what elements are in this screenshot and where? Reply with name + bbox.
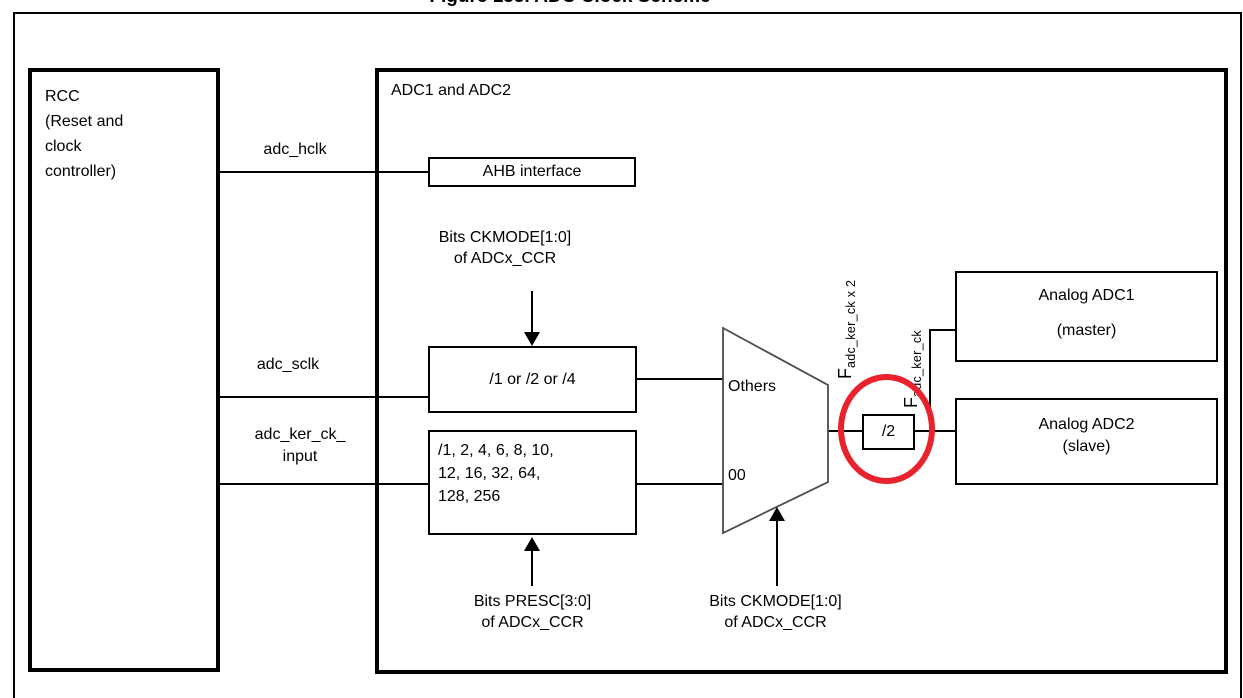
freq-out-symbol: F bbox=[901, 397, 921, 408]
figure-title: Figure 135. ADC Clock Scheme bbox=[0, 0, 1140, 7]
ahb-interface-label: AHB interface bbox=[482, 163, 582, 180]
wire-adc-hclk bbox=[220, 171, 428, 173]
presc-line2: of ADCx_CCR bbox=[481, 614, 584, 631]
analog-adc1-sublabel: (master) bbox=[1056, 322, 1117, 339]
ckmode-bottom-arrow-head bbox=[769, 507, 785, 521]
wire-adc-sclk bbox=[220, 396, 428, 398]
label-adc-ker-ck-input: adc_ker_ck_ input bbox=[254, 426, 346, 465]
prescaler-box: /1, 2, 4, 6, 8, 10, 12, 16, 32, 64, 128,… bbox=[428, 430, 637, 535]
ckmode-bottom-line1: Bits CKMODE[1:0] bbox=[709, 593, 842, 610]
figure-frame bbox=[13, 12, 1242, 698]
sync-divider-box: /1 or /2 or /4 bbox=[428, 346, 637, 413]
mux-input-others-label: Others bbox=[728, 378, 777, 395]
ckmode-top-line1: Bits CKMODE[1:0] bbox=[438, 229, 572, 246]
wire-branch-vertical bbox=[929, 330, 931, 432]
freq-label-adc-ker-ck-x2: Fadc_ker_ck x 2 bbox=[835, 279, 858, 379]
wire-div2-to-adc2 bbox=[915, 430, 957, 432]
label-adc-sclk: adc_sclk bbox=[256, 356, 320, 373]
div2-box: /2 bbox=[862, 414, 915, 450]
ckmode-bottom-annotation: Bits CKMODE[1:0] of ADCx_CCR bbox=[683, 591, 868, 633]
presc-arrow-line bbox=[531, 549, 533, 586]
ckmode-top-arrow-head bbox=[524, 332, 540, 346]
ahb-interface-box: AHB interface bbox=[428, 157, 636, 187]
presc-line1: Bits PRESC[3:0] bbox=[473, 593, 592, 610]
wire-prescaler-to-mux bbox=[637, 483, 723, 485]
adc1-adc2-block-label: ADC1 and ADC2 bbox=[391, 82, 512, 99]
ckmode-top-arrow-line bbox=[531, 291, 533, 334]
freq-label-adc-ker-ck: Fadc_ker_ck bbox=[901, 330, 924, 408]
analog-adc2-sublabel: (slave) bbox=[1062, 438, 1111, 455]
label-adc-hclk: adc_hclk bbox=[263, 141, 327, 158]
analog-adc2-label: Analog ADC2 bbox=[1038, 416, 1135, 433]
analog-adc2-box: Analog ADC2 (slave) bbox=[955, 398, 1218, 485]
wire-branch-to-adc1 bbox=[929, 329, 957, 331]
div2-label: /2 bbox=[881, 423, 896, 440]
presc-annotation: Bits PRESC[3:0] of ADCx_CCR bbox=[445, 591, 620, 633]
rcc-block: RCC (Reset and clock controller) bbox=[28, 68, 220, 672]
mux-input-00-label: 00 bbox=[728, 467, 746, 484]
prescaler-label: /1, 2, 4, 6, 8, 10, 12, 16, 32, 64, 128,… bbox=[438, 442, 554, 505]
ckmode-top-line2: of ADCx_CCR bbox=[453, 250, 557, 267]
ckmode-top-annotation: Bits CKMODE[1:0] of ADCx_CCR bbox=[420, 227, 590, 269]
wire-mux-to-div2 bbox=[828, 430, 862, 432]
rcc-block-label: RCC (Reset and clock controller) bbox=[45, 88, 124, 180]
analog-adc1-box: Analog ADC1 (master) bbox=[955, 271, 1218, 362]
freq-x2-subscript: adc_ker_ck x 2 bbox=[844, 279, 858, 368]
ckmode-bottom-line2: of ADCx_CCR bbox=[724, 614, 827, 631]
freq-out-subscript: adc_ker_ck bbox=[910, 330, 924, 397]
wire-adc-ker-ck-input bbox=[220, 483, 428, 485]
analog-adc1-label: Analog ADC1 bbox=[1038, 287, 1135, 304]
wire-divider-to-mux bbox=[637, 378, 723, 380]
freq-x2-symbol: F bbox=[835, 368, 855, 379]
presc-arrow-head bbox=[524, 537, 540, 551]
ckmode-bottom-arrow-line bbox=[776, 519, 778, 586]
mux-shape bbox=[722, 326, 829, 535]
sync-divider-label: /1 or /2 or /4 bbox=[489, 370, 576, 388]
